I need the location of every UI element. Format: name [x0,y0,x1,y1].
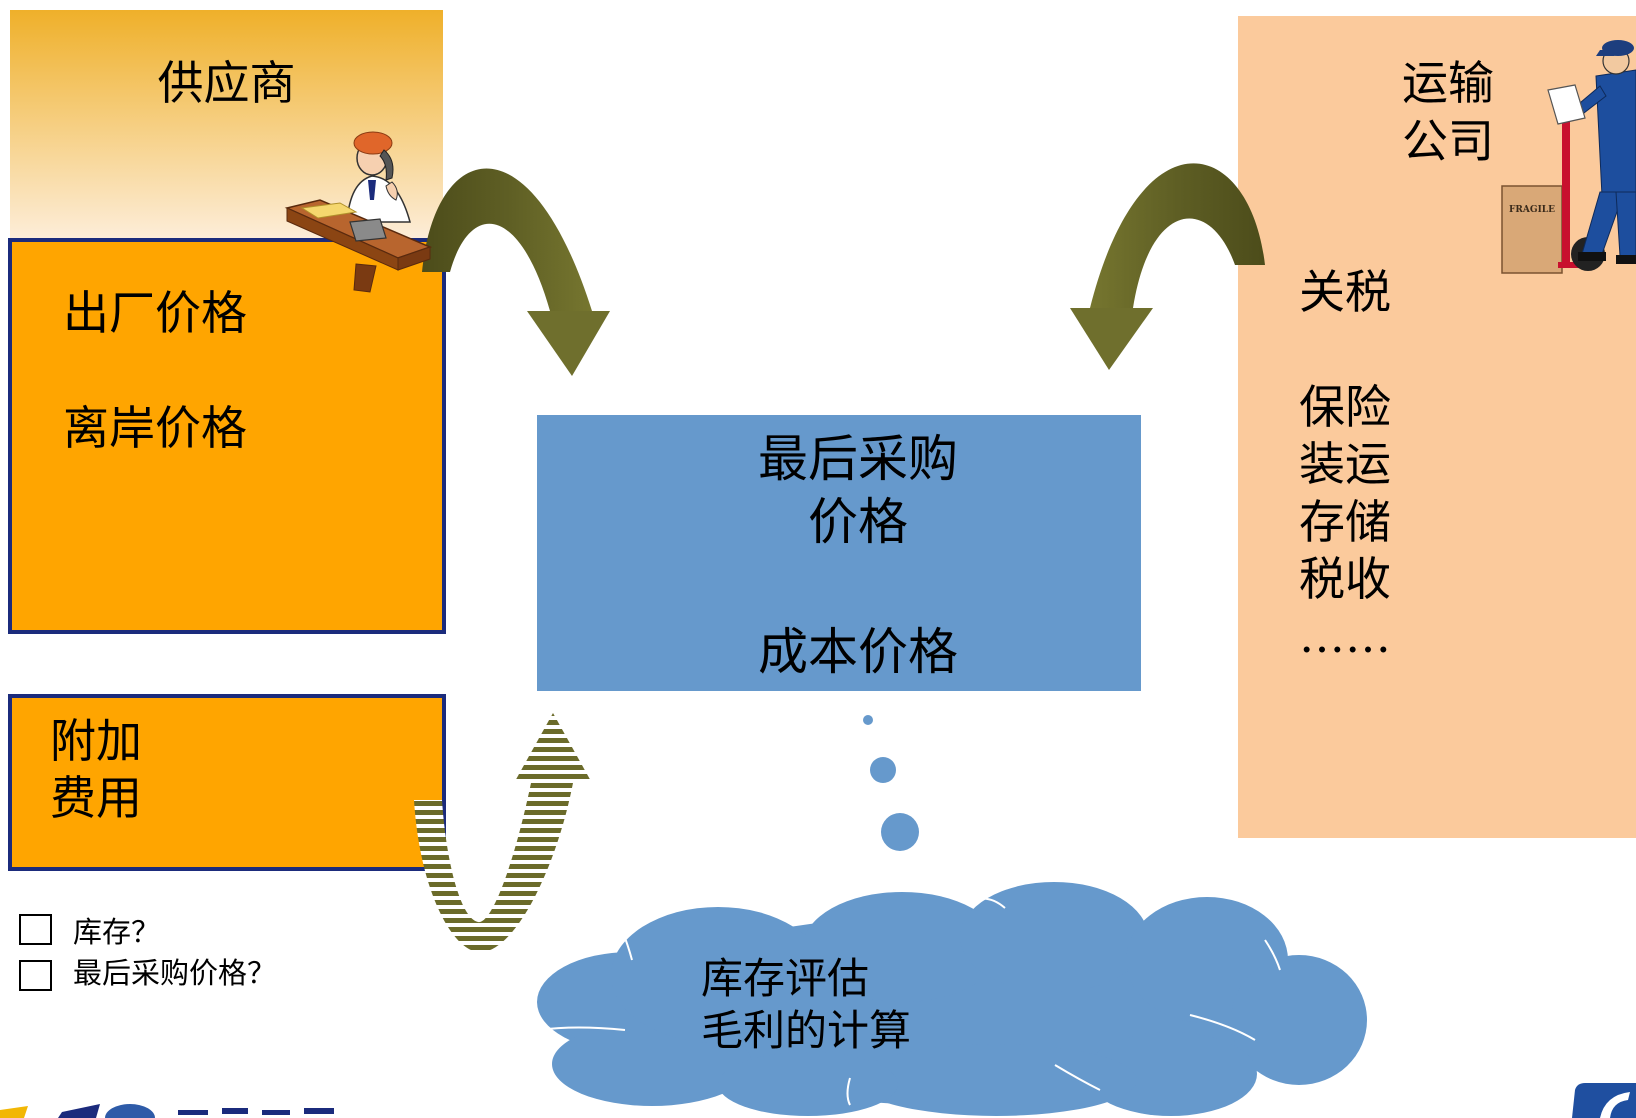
supplier-price-box [8,238,446,634]
extra-costs-line-2: 费用 [50,771,142,825]
fob-price-label: 离岸价格 [63,401,247,455]
person-at-desk-phone-icon [284,131,433,293]
transport-item-shipping: 装运 [1299,437,1391,491]
thought-dot-large [881,813,919,851]
final-price-line-1: 最后采购 [758,430,958,488]
checklist-item-last-price: 最后采购价格？ [73,956,277,990]
cost-price-label: 成本价格 [758,623,958,681]
cloud-line-2: 毛利的计算 [701,1006,912,1055]
final-price-line-2: 价格 [808,493,908,551]
cloud-line-1: 库存评估 [701,954,870,1003]
final-price-box [537,415,1141,691]
transport-to-price-arrow-icon [1070,163,1265,370]
transport-item-insurance: 保险 [1299,380,1391,434]
striped-up-arrow-icon [414,713,592,953]
checkbox-last-purchase-price [19,960,52,991]
delivery-man-hand-truck-icon: FRAGILE [1501,40,1636,274]
company-logo-partial [0,1104,334,1118]
ex-works-price-label: 出厂价格 [63,286,247,340]
supplier-title: 供应商 [157,56,296,110]
transport-item-customs: 关税 [1299,265,1391,319]
transport-title-line-1: 运输 [1402,56,1494,110]
thought-dot-small [863,715,873,725]
fragile-box-label: FRAGILE [1509,205,1555,215]
transport-item-storage: 存储 [1299,495,1391,549]
extra-costs-line-1: 附加 [50,714,142,768]
transport-title-line-2: 公司 [1402,114,1494,168]
transport-item-taxes: 税收 [1299,552,1391,606]
transport-costs-box [1238,253,1636,838]
extra-costs-box [8,694,446,871]
supplier-to-price-arrow-icon [422,168,610,376]
thought-cloud-icon [537,882,1367,1116]
corner-logo-partial [1572,1083,1636,1118]
thought-dot-medium [870,757,896,783]
transport-item-ellipsis: …… [1299,609,1391,663]
checkbox-inventory [19,914,52,945]
checklist-item-inventory: 库存？ [73,915,161,949]
